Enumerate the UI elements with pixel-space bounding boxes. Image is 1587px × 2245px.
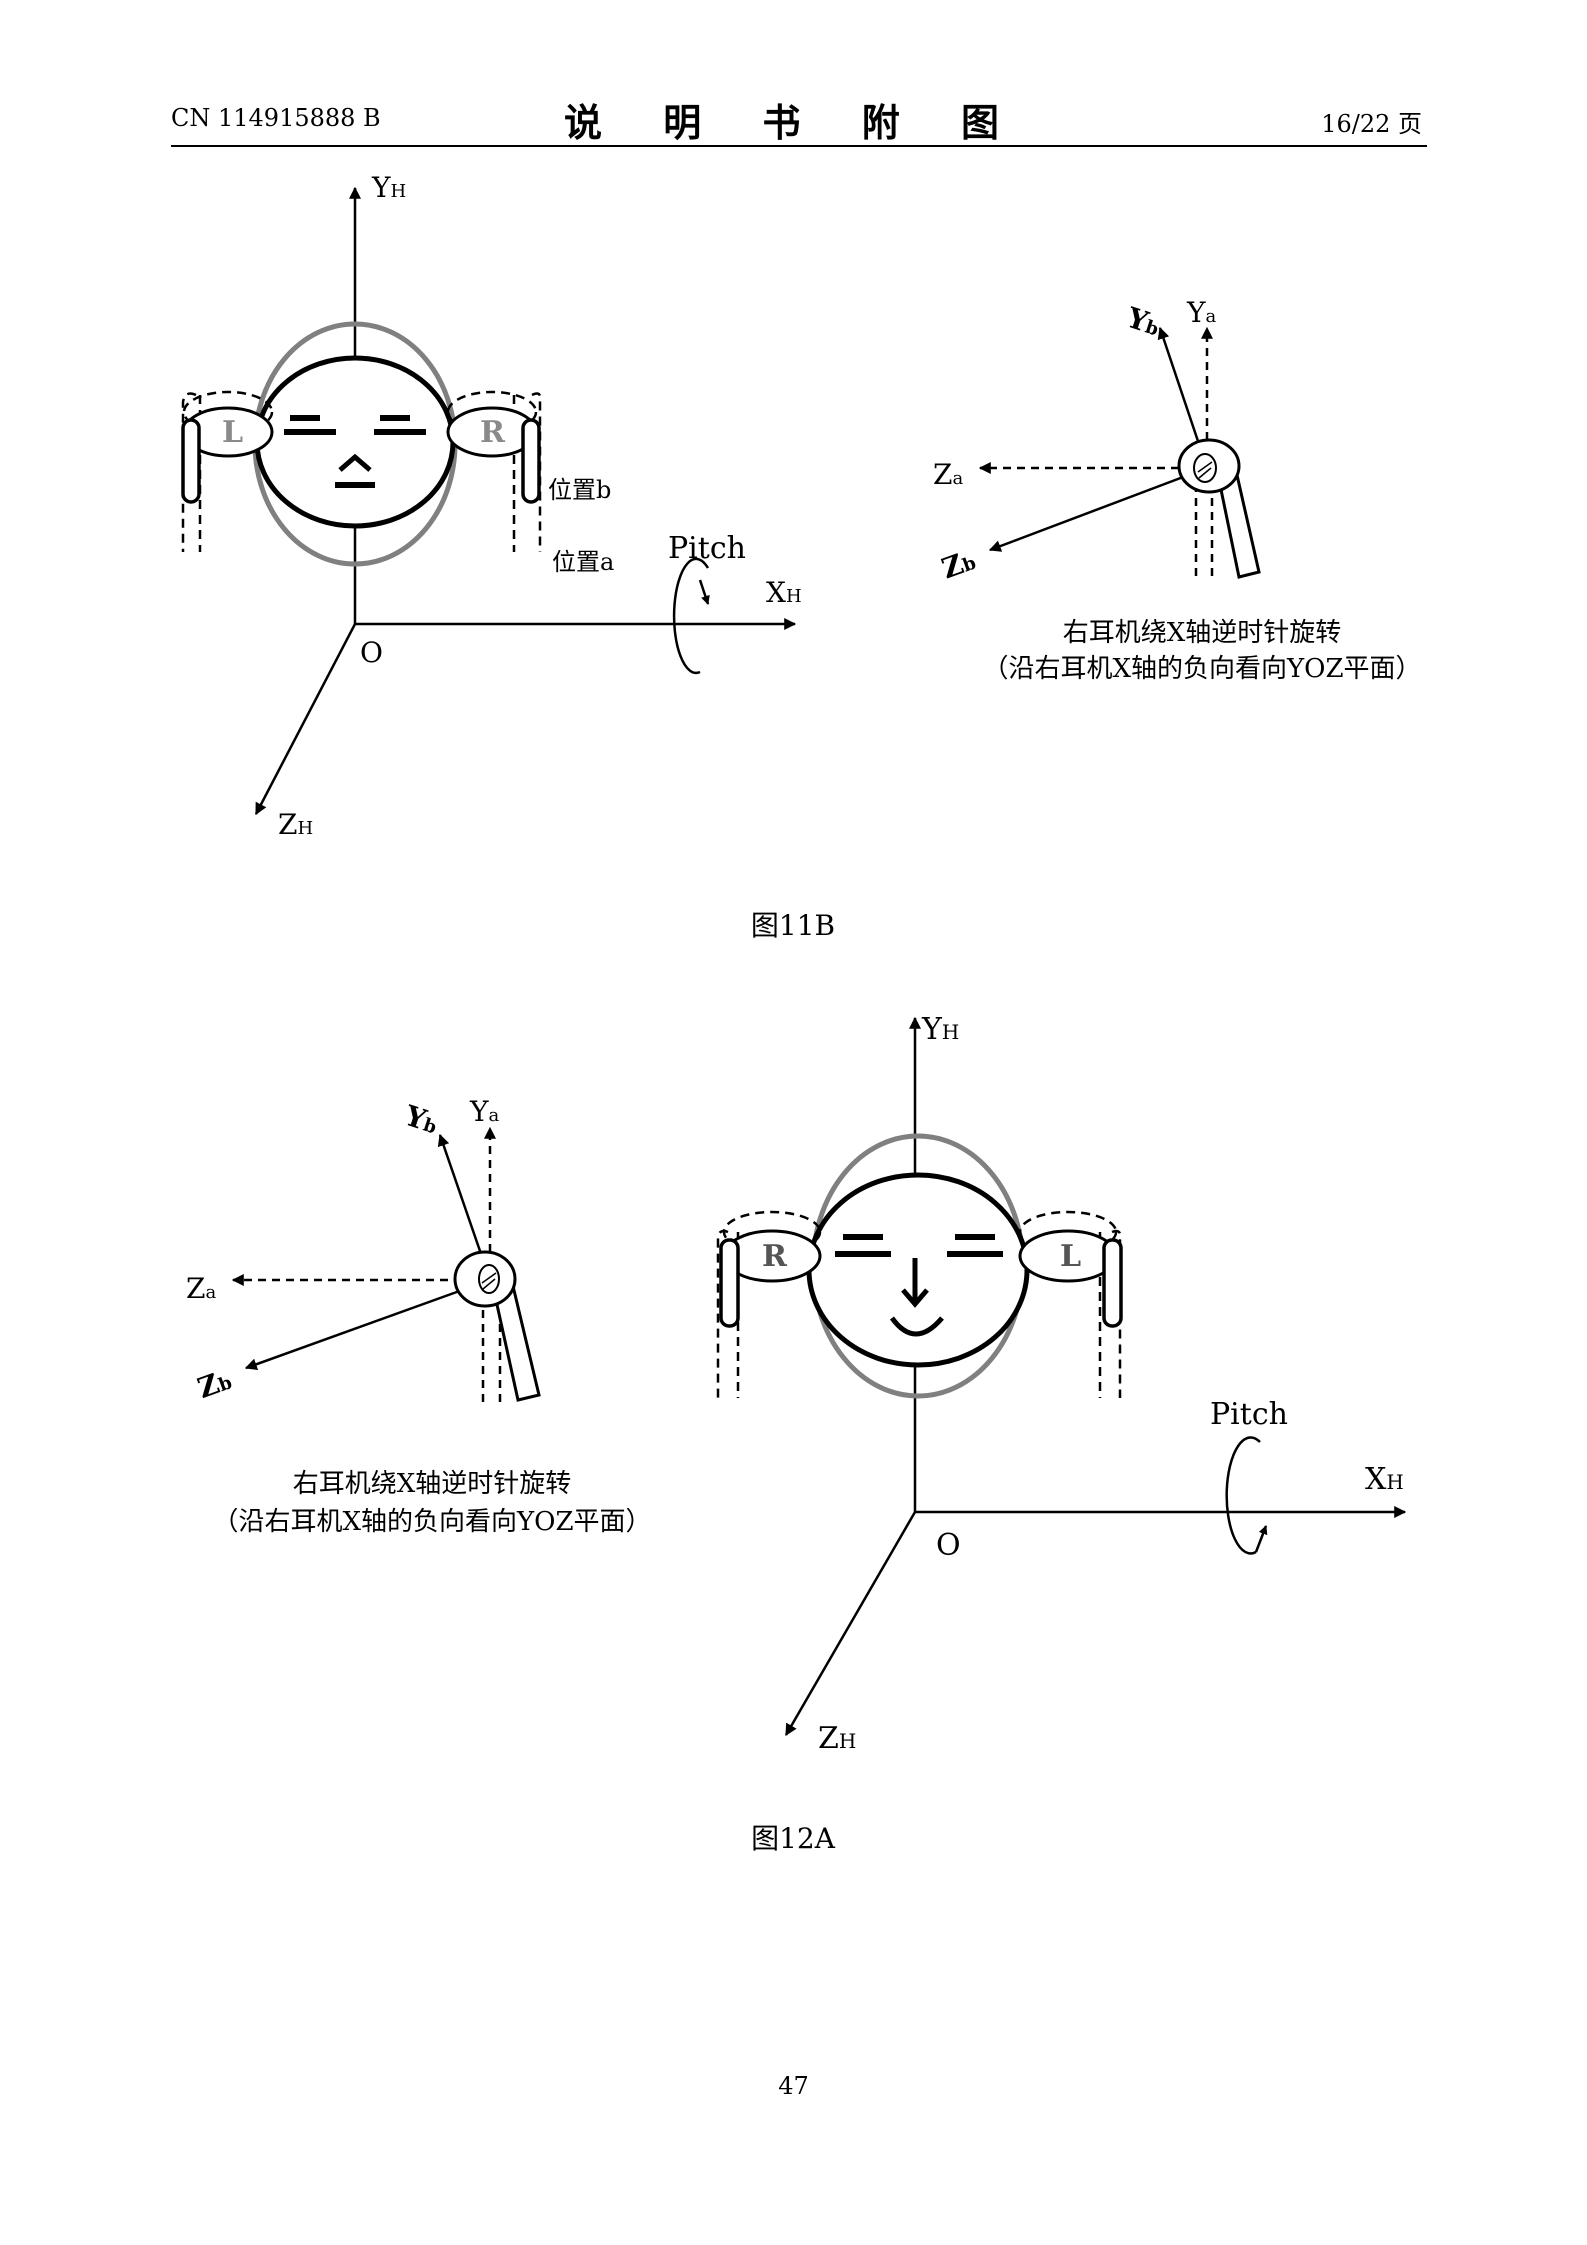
- position-a-label: 位置a: [552, 548, 614, 576]
- pitch-label: Pitch: [1210, 1397, 1288, 1432]
- right-earbud: R: [716, 1210, 822, 1398]
- zb-label: Zb: [937, 543, 979, 585]
- earbud-frame: [231, 1126, 541, 1402]
- zb-axis: [244, 1278, 491, 1370]
- pitch-rotation-icon: [672, 557, 710, 675]
- face-outline: [254, 355, 456, 529]
- rotation-description-line2: （沿右耳机X轴的负向看向YOZ平面）: [982, 654, 1421, 684]
- z-axis: [254, 623, 357, 816]
- page-title: 说 明 书 附 图: [564, 100, 1023, 145]
- page-number: 47: [778, 2072, 809, 2100]
- y-axis-label: YH: [371, 171, 406, 204]
- smile-icon: [889, 1316, 944, 1337]
- ya-label: Ya: [1186, 296, 1216, 329]
- za-label: Za: [186, 1272, 216, 1305]
- earbud-left-label: L: [1060, 1239, 1081, 1274]
- pitch-label: Pitch: [668, 531, 746, 566]
- nose-icon: [901, 1258, 929, 1308]
- figure-11b: YH XH ZH O Pitch: [181, 171, 1422, 942]
- pitch-rotation-icon: [1225, 1436, 1268, 1555]
- left-earbud: L: [1018, 1210, 1123, 1398]
- yb-label: Yb: [1122, 301, 1164, 343]
- nose-icon: [338, 453, 372, 472]
- head-drawing: [252, 321, 458, 567]
- earbud-right-label: R: [480, 415, 506, 450]
- face-outline: [806, 1172, 1030, 1368]
- page-count: 16/22 页: [1321, 110, 1422, 138]
- rotation-description-line1: 右耳机绕X轴逆时针旋转: [293, 1469, 572, 1499]
- earbud-right-label: R: [762, 1239, 788, 1274]
- earbud-left-label: L: [222, 415, 243, 450]
- origin-label: O: [360, 636, 383, 669]
- ya-label: Ya: [469, 1095, 499, 1128]
- x-axis-label: XH: [1365, 1462, 1404, 1497]
- rotation-description-line1: 右耳机绕X轴逆时针旋转: [1063, 618, 1342, 648]
- za-label: Za: [933, 458, 963, 491]
- head-drawing: [806, 1133, 1030, 1399]
- position-b-label: 位置b: [548, 476, 611, 504]
- y-axis-label: YH: [921, 1012, 959, 1047]
- face-features: [284, 415, 426, 488]
- header-rule: [171, 145, 1427, 147]
- yb-label: Yb: [400, 1099, 442, 1141]
- figure-12a: Ya Yb Za Zb 右耳机绕X轴逆时针旋转 （沿右耳机X轴的负向看向YOZ平…: [186, 1012, 1407, 1855]
- earbud-frame: [978, 326, 1261, 582]
- rotation-description-line2: （沿右耳机X轴的负向看向YOZ平面）: [212, 1507, 651, 1537]
- z-axis-label: ZH: [278, 808, 313, 841]
- left-earbud: L: [181, 390, 274, 552]
- face-features: [835, 1234, 1003, 1257]
- patent-number: CN 114915888 B: [171, 104, 381, 132]
- figure-caption: 图11B: [751, 909, 835, 942]
- zb-label: Zb: [193, 1363, 235, 1405]
- z-axis-label: ZH: [818, 1721, 856, 1756]
- origin-label: O: [936, 1528, 961, 1563]
- right-earbud: R: [446, 390, 542, 552]
- x-axis-label: XH: [766, 576, 802, 609]
- head-axes: [784, 1016, 1407, 1737]
- z-axis: [784, 1511, 917, 1737]
- figure-caption: 图12A: [751, 1822, 836, 1855]
- zb-axis: [988, 466, 1208, 552]
